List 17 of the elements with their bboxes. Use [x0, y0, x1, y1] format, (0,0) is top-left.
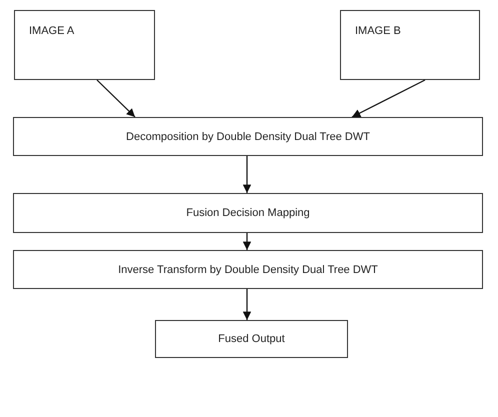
arrow	[242, 233, 252, 250]
process-box	[13, 117, 483, 156]
arrow	[352, 79, 426, 118]
process-box	[13, 250, 483, 289]
process-box	[14, 10, 155, 80]
box-label: IMAGE B	[355, 25, 401, 37]
process-box	[340, 10, 480, 80]
arrow	[242, 156, 252, 193]
arrow	[242, 289, 252, 320]
box-label: Fused Output	[218, 333, 285, 345]
arrow	[96, 80, 136, 118]
box-label: Inverse Transform by Double Density Dual Tree DWT	[118, 264, 378, 276]
process-box	[13, 193, 483, 233]
box-label: Decomposition by Double Density Dual Tree DWT	[126, 130, 370, 142]
process-box	[155, 320, 348, 358]
box-label: IMAGE A	[29, 25, 74, 37]
box-label: Fusion Decision Mapping	[186, 207, 310, 219]
